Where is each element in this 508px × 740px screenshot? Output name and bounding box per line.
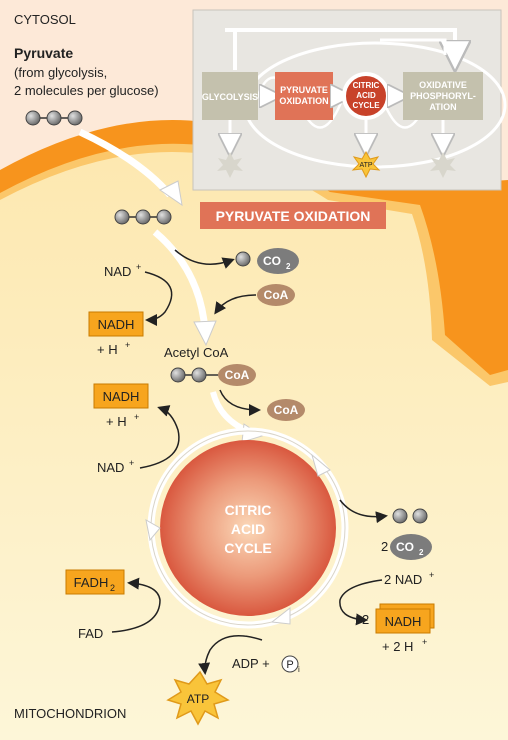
cac-title-3: CYCLE xyxy=(224,540,271,556)
nadh-box-2 xyxy=(93,383,149,409)
co2-label-2: CO xyxy=(396,540,414,554)
carbon-atom-icon-2 xyxy=(392,508,408,524)
cac-title-2: ACID xyxy=(231,521,265,537)
two-h-plus-label: + 2 H xyxy=(382,639,413,654)
overview-atp-burst-icon xyxy=(351,150,381,179)
pyruvate-oxidation-title: PYRUVATE OXIDATION xyxy=(216,208,371,224)
cac-title-1: CITRIC xyxy=(225,502,272,518)
h-plus-sup-2: + xyxy=(134,412,139,422)
pyruvate-matrix-molecule-icon xyxy=(114,209,172,225)
co2-subscript: 2 xyxy=(286,262,291,271)
overview-oxphos-label-3: ATION xyxy=(429,102,456,112)
overview-oxphos-label-1: OXIDATIVE xyxy=(419,80,467,90)
adp-label: ADP + xyxy=(232,656,270,671)
two-nad-plus-sup: + xyxy=(429,570,434,580)
pyruvate-oxidation-banner xyxy=(200,202,386,229)
coa-input-bubble xyxy=(257,284,295,306)
atp-label: ATP xyxy=(187,692,209,706)
pyruvate-molecule-icon xyxy=(25,110,83,126)
nadh-label-1: NADH xyxy=(98,317,135,332)
nad-plus-sup-2: + xyxy=(129,458,134,468)
fadh2-box xyxy=(65,569,125,595)
nadh-label-2: NADH xyxy=(103,389,140,404)
carbon-atom-icon xyxy=(235,251,251,267)
nad-plus-label-2: NAD xyxy=(97,460,124,475)
acetyl-coa-molecule-icon xyxy=(170,364,256,386)
acetyl-coa-coa-label: CoA xyxy=(225,368,250,382)
h-plus-sup-1: + xyxy=(125,340,130,350)
nadh-box-1 xyxy=(88,311,144,337)
co2-count-label: 2 xyxy=(381,539,388,554)
overview-cac-label-2: ACID xyxy=(356,91,376,100)
overview-cac-label-1: CITRIC xyxy=(353,81,380,90)
overview-oxphos-label-2: PHOSPHORYL- xyxy=(410,91,476,101)
phosphate-icon xyxy=(281,655,299,673)
overview-glycolysis-label: GLYCOLYSIS xyxy=(202,92,258,102)
mitochondrion-label: MITOCHONDRION xyxy=(14,706,126,721)
coa-input-label: CoA xyxy=(264,288,289,302)
overview-inset: GLYCOLYSIS PYRUVATE OXIDATION CITRIC ACI… xyxy=(192,9,507,191)
two-h-plus-sup: + xyxy=(422,637,427,647)
coa-output-label: CoA xyxy=(274,403,299,417)
atp-burst-icon xyxy=(166,670,230,726)
nad-plus-sup-1: + xyxy=(136,262,141,272)
nad-plus-label-1: NAD xyxy=(104,264,131,279)
co2-subscript-2: 2 xyxy=(419,548,424,557)
cytosol-label: CYTOSOL xyxy=(14,12,76,27)
fadh2-subscript: 2 xyxy=(110,583,115,593)
overview-cac-label-3: CYCLE xyxy=(352,101,380,110)
pyruvate-source-line-2: 2 molecules per glucose) xyxy=(14,83,159,98)
overview-energy-burst-icon xyxy=(217,152,243,178)
overview-energy-burst-icon-2 xyxy=(430,152,456,178)
overview-oxphos-box xyxy=(403,72,483,120)
co2-bubble-2 xyxy=(390,534,432,560)
h-plus-label-1: + H xyxy=(97,342,118,357)
citric-acid-cycle-core xyxy=(160,440,336,616)
coa-output-bubble xyxy=(267,399,305,421)
overview-pyruvate-oxidation-box xyxy=(275,72,333,120)
acetyl-coa-label: Acetyl CoA xyxy=(164,345,229,360)
mitochondrion-membrane xyxy=(0,120,508,740)
phosphate-i-label: i xyxy=(298,665,300,674)
co2-label: CO xyxy=(263,254,281,268)
co2-bubble xyxy=(257,248,299,274)
carbon-atom-icon-3 xyxy=(412,508,428,524)
nadh-label-3: NADH xyxy=(385,614,422,629)
fad-label: FAD xyxy=(78,626,103,641)
pyruvate-label: Pyruvate xyxy=(14,45,73,61)
overview-pyr-ox-label-2: OXIDATION xyxy=(279,96,328,106)
nadh-count-label: 2 xyxy=(362,612,369,627)
fadh2-label: FADH xyxy=(74,575,109,590)
h-plus-label-2: + H xyxy=(106,414,127,429)
overview-pyr-ox-label-1: PYRUVATE xyxy=(280,85,328,95)
phosphate-p-label: P xyxy=(286,659,293,671)
pyruvate-source-line-1: (from glycolysis, xyxy=(14,65,107,80)
two-nad-plus-label: 2 NAD xyxy=(384,572,422,587)
overview-atp-label: ATP xyxy=(359,162,372,169)
overview-glycolysis-box xyxy=(202,72,258,120)
nadh-box-3 xyxy=(375,608,431,634)
